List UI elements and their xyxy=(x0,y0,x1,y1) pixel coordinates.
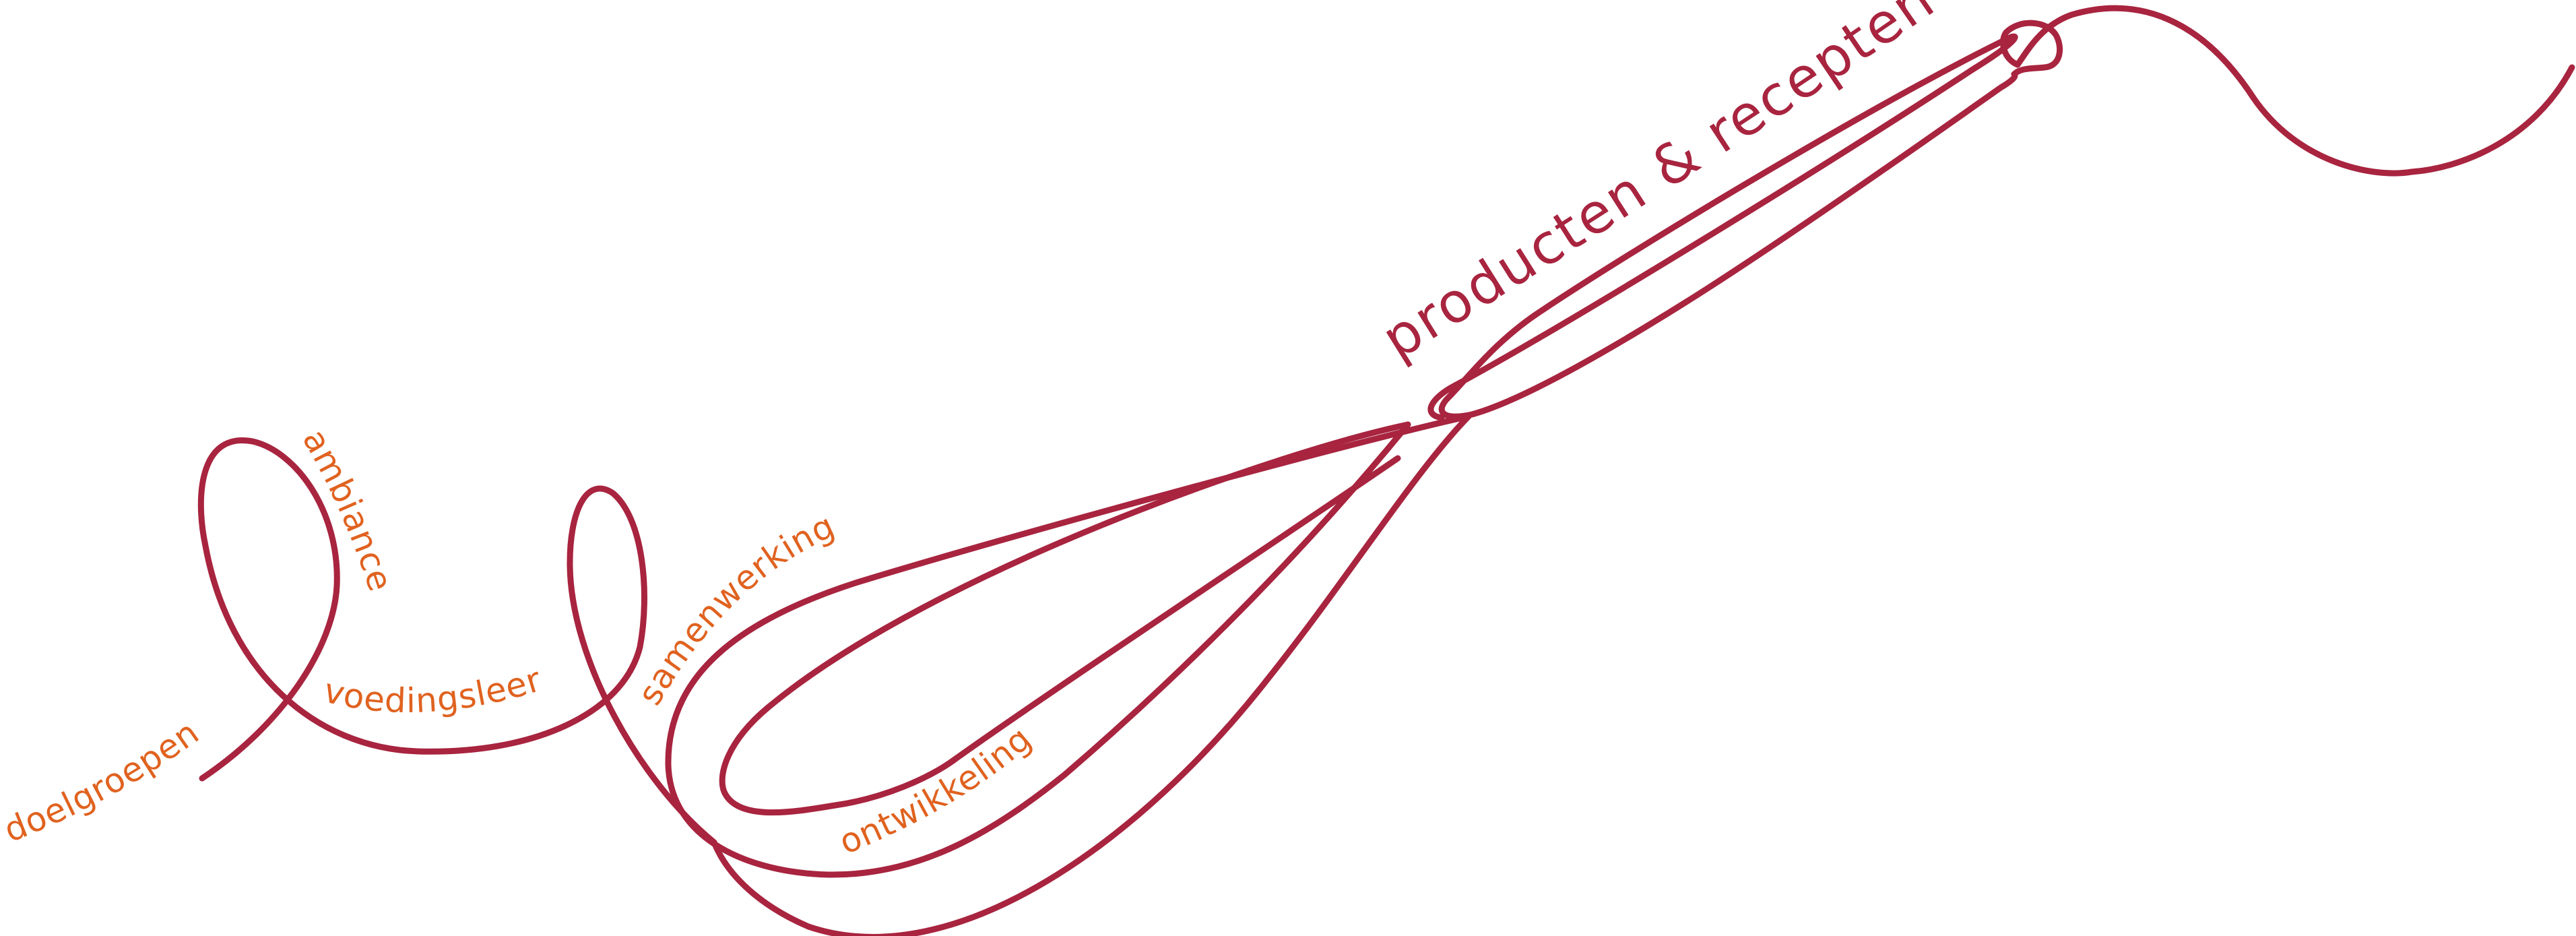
label-ontwikkeling: ontwikkeling xyxy=(834,719,1039,863)
whisk-handle xyxy=(1438,33,2018,420)
label-samenwerking: samenwerking xyxy=(630,506,841,712)
label-voedingsleer: voedingsleer xyxy=(320,660,546,720)
whisk-wire-outer xyxy=(711,413,1472,936)
label-doelgroepen: doelgroepen xyxy=(0,712,206,850)
string-end xyxy=(2014,5,2575,177)
whisk-wire-inner xyxy=(719,421,1411,816)
label-ambiance: ambiance xyxy=(295,423,400,596)
whisk-labels: doelgroepen ambiance voedingsleer samenw… xyxy=(0,0,1945,863)
whisk-drawing xyxy=(197,5,2575,936)
whisk-wire-middle xyxy=(665,413,1472,878)
string-start xyxy=(197,437,717,846)
handle-loop xyxy=(1427,20,2063,421)
